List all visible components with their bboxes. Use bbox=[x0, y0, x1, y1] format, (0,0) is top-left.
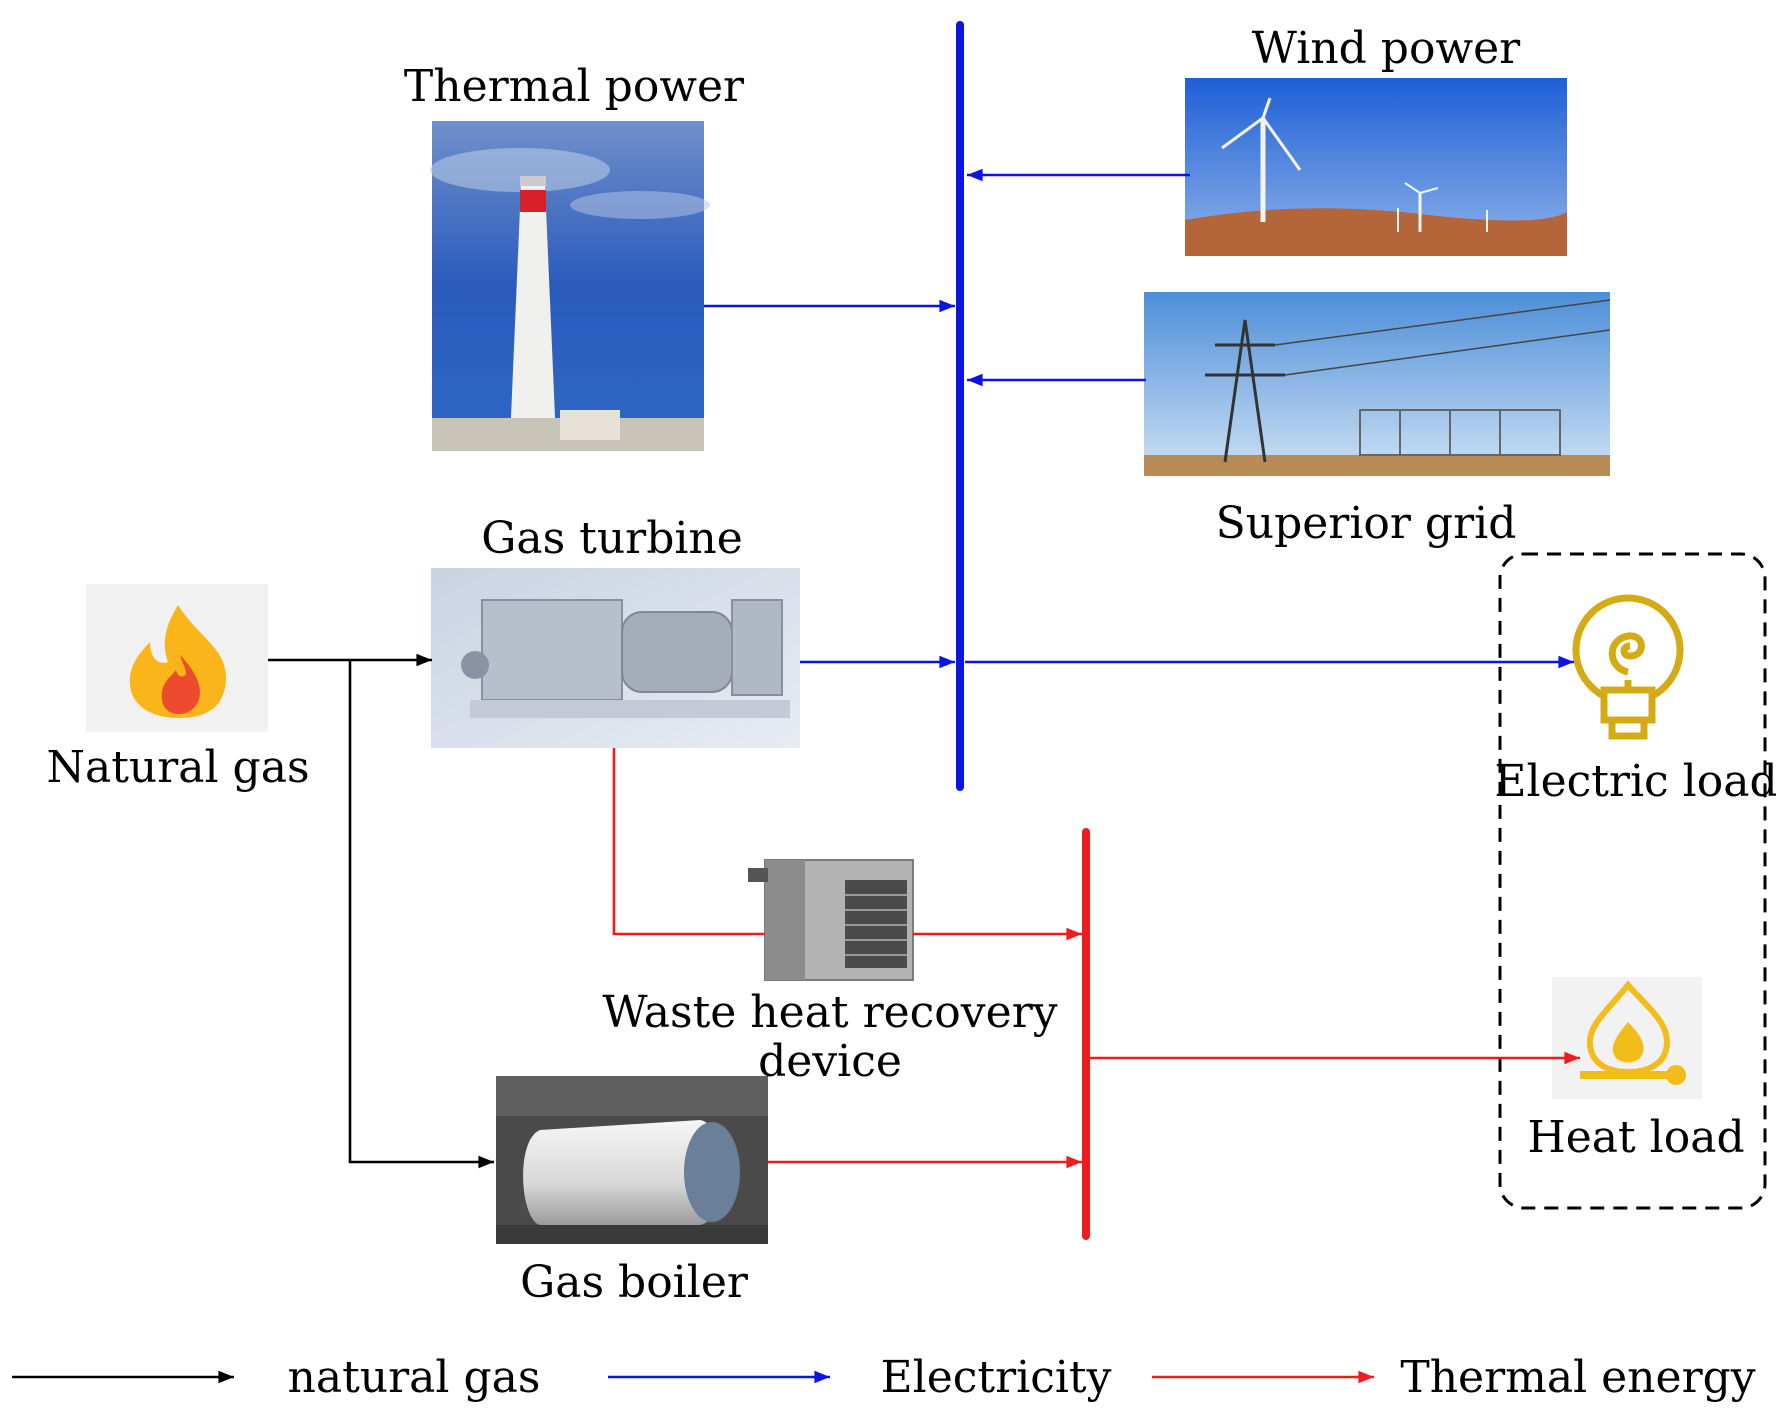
heat-load-label: Heat load bbox=[1527, 1112, 1744, 1163]
load-group-box bbox=[1498, 552, 1767, 1210]
gas-turbine-image bbox=[431, 568, 800, 748]
gas-boiler-image bbox=[496, 1076, 768, 1244]
thermal-flows bbox=[612, 748, 1580, 1169]
waste-heat-recovery-label-line1: Waste heat recovery bbox=[602, 987, 1057, 1038]
gas-boiler-label: Gas boiler bbox=[520, 1257, 749, 1308]
natural-gas-flows bbox=[268, 653, 494, 1169]
legend: natural gas Electricity Thermal energy bbox=[12, 1352, 1756, 1403]
superior-grid-image bbox=[1144, 292, 1611, 476]
natural-gas-flame-icon bbox=[86, 584, 268, 732]
thermal-power-image bbox=[430, 121, 710, 451]
gas-to-boiler-arrow bbox=[348, 660, 494, 1169]
wind-power-image bbox=[1185, 78, 1567, 256]
natural-gas-label: Natural gas bbox=[46, 742, 309, 793]
turbine-to-waste-heat-line bbox=[612, 748, 765, 936]
electric-load-label: Electric load bbox=[1494, 756, 1776, 807]
wind-power-label: Wind power bbox=[1252, 23, 1521, 74]
legend-natural-gas-label: natural gas bbox=[288, 1352, 541, 1403]
thermal-power-label: Thermal power bbox=[404, 61, 745, 112]
light-bulb-icon bbox=[1572, 594, 1684, 740]
superior-grid-label: Superior grid bbox=[1216, 498, 1517, 549]
waste-heat-recovery-label-line2: device bbox=[758, 1036, 902, 1087]
waste-heat-recovery-image bbox=[748, 859, 914, 981]
electricity-flows bbox=[704, 168, 1574, 669]
legend-electricity-label: Electricity bbox=[881, 1352, 1112, 1403]
heat-load-icon bbox=[1552, 977, 1702, 1099]
gas-turbine-label: Gas turbine bbox=[481, 513, 743, 564]
legend-thermal-energy-label: Thermal energy bbox=[1400, 1352, 1755, 1403]
